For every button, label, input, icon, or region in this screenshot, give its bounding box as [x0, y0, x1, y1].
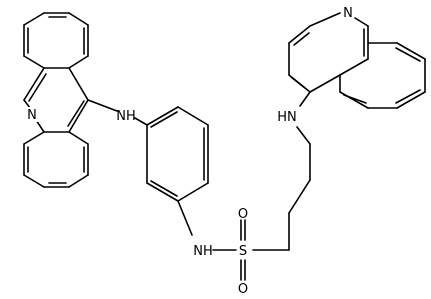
acridine-nitrogen-label: N: [27, 108, 37, 123]
bond-nh-phenyl: [134, 117, 148, 126]
acridine-amine-label: NH: [116, 109, 136, 124]
phenyl-ring: [146, 106, 209, 202]
sulfur-label: S: [239, 244, 247, 259]
acridine-bottom-ring: [23, 131, 89, 188]
oxygen-top-label: O: [238, 207, 248, 222]
atom-labels: N NH N HN NH S O O: [26, 6, 353, 297]
sulfonamide-nh-label: NH: [193, 244, 213, 259]
acridine-middle-ring: [23, 67, 89, 133]
quinoline-nitrogen-label: N: [343, 6, 353, 21]
bond-acridine-nh: [87, 99, 118, 112]
butyl-chain: [252, 126, 311, 251]
oxygen-bottom-label: O: [238, 282, 248, 297]
acridine-top-ring: [23, 12, 89, 69]
quinoline-benzo-ring: [339, 42, 426, 109]
bond-phenyl-nh: [177, 200, 193, 236]
quinoline-pyridine-ring: [288, 12, 369, 93]
bond-hn-quinoline: [299, 91, 311, 107]
sulfonyl-oxygens-bonds: [240, 219, 246, 281]
quinoline-amine-label: HN: [277, 110, 297, 125]
